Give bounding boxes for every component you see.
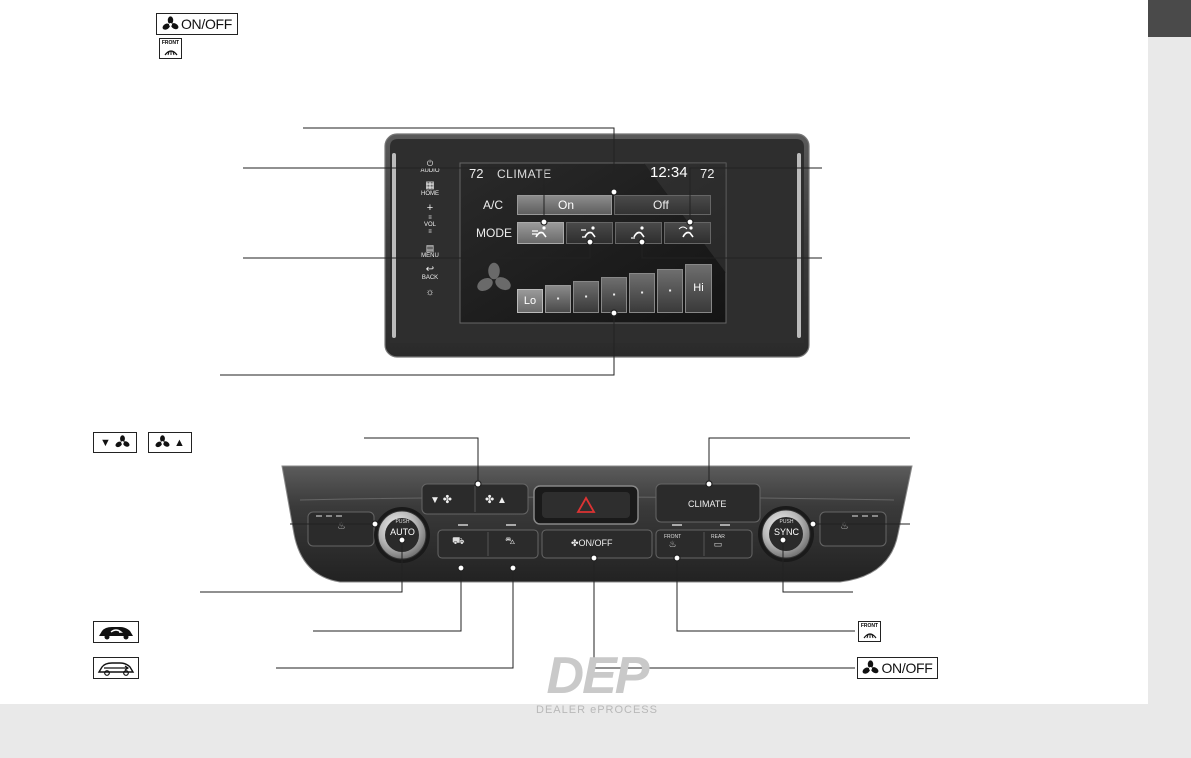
auto-knob[interactable]: AUTO <box>390 527 415 537</box>
fan-speed-icon <box>477 262 511 291</box>
legend-fan-down-key: ▼ <box>93 432 137 453</box>
mode-label: MODE <box>476 226 512 240</box>
mode-floor-defrost-icon <box>678 226 694 238</box>
legend-fan-onoff-label: ON/OFF <box>881 660 933 676</box>
watermark-logo: DEP <box>546 647 650 705</box>
panel-fan-down-fan-icon: ✤ <box>442 494 452 506</box>
mode-face-icon <box>532 226 547 238</box>
screen-title: CLIMATE <box>497 167 552 181</box>
fan-step-hi[interactable]: Hi <box>685 264 712 313</box>
legend-front-defrost-key: FRONT <box>858 621 881 642</box>
rear-defrost-button[interactable]: REAR ▭ <box>711 534 725 549</box>
panel-onoff-label: ON/OFF <box>578 538 613 548</box>
legend-fan-down-arrow: ▼ <box>100 436 111 449</box>
fresh-air-button[interactable]: ⛍ <box>505 536 515 549</box>
front-defrost-button-label: FRONT <box>664 534 682 540</box>
ac-label: A/C <box>483 198 504 212</box>
screen-temp-right: 72 <box>700 166 715 181</box>
fan-icon <box>162 15 179 30</box>
fan-step-6[interactable]: ▪ <box>657 269 683 313</box>
rear-defrost-button-label: REAR <box>711 534 725 540</box>
fan-step-lo[interactable]: Lo <box>517 289 543 313</box>
left-seat-heater-icon: ♨ <box>337 521 346 532</box>
fan-icon <box>115 435 130 448</box>
legend-fan-up-arrow: ▲ <box>174 436 185 449</box>
legend-recirculation-key <box>93 621 139 643</box>
recirculation-car-icon: ⛟ <box>452 536 465 547</box>
vol-bars-icon: ≡ <box>428 215 432 221</box>
rear-defrost-button-icon: ▭ <box>713 539 723 549</box>
menu-key[interactable]: MENU <box>421 253 439 259</box>
power-icon: ⏻ <box>426 159 434 168</box>
panel-climate-button[interactable]: CLIMATE <box>688 499 727 509</box>
side-strip <box>1148 0 1191 758</box>
mode-floor-button[interactable] <box>615 222 662 244</box>
screen-clock: 12:34 <box>650 164 688 181</box>
panel-onoff-fan-icon: ✤ <box>571 538 579 548</box>
watermark-tagline: DEALER ePROCESS <box>536 704 658 716</box>
fresh-air-car-icon: ⛍ <box>505 536 516 547</box>
screen-sidebar: ⏻ AUDIO ▦ HOME + ≡ VOL ≡ ▤ MENU ↩ BACK ☼ <box>412 160 448 330</box>
right-seat-heater-button[interactable]: ♨ <box>840 521 849 532</box>
fan-icon <box>863 659 879 674</box>
panel-fan-up-button[interactable]: ✤ ▲ <box>485 493 507 506</box>
legend-fan-onoff-key: ON/OFF <box>857 657 938 679</box>
left-seat-heater-button[interactable]: ♨ <box>337 521 346 532</box>
defrost-icon <box>164 50 177 56</box>
panel-fan-up-arrow: ▲ <box>497 495 507 506</box>
climate-control-panel <box>281 465 913 583</box>
fan-step-5[interactable]: ▪ <box>629 273 655 313</box>
home-grid-icon: ▦ <box>425 180 435 191</box>
recirculation-car-icon <box>99 627 133 640</box>
fresh-air-car-icon <box>97 662 135 676</box>
legend-fresh-air-key <box>93 657 139 679</box>
vol-bars-icon-lower: ≡ <box>428 229 432 235</box>
callout-lines <box>200 127 910 669</box>
fan-step-3[interactable]: ▪ <box>573 281 599 313</box>
mode-bilevel-icon <box>581 226 596 238</box>
home-key[interactable]: HOME <box>421 191 439 197</box>
audio-key[interactable]: AUDIO <box>420 168 440 174</box>
panel-fan-down-arrow: ▼ <box>430 495 440 506</box>
watermark: DEP DEALER ePROCESS <box>516 650 678 716</box>
panel-fan-down-button[interactable]: ▼ ✤ <box>430 493 452 506</box>
front-defrost-key-label: FRONT <box>161 40 180 46</box>
front-defrost-button-icon: ♨ <box>668 539 677 549</box>
fan-icon <box>155 435 170 448</box>
screen-temp-left: 72 <box>469 166 484 181</box>
ac-off-button[interactable]: Off <box>614 195 711 215</box>
sync-knob[interactable]: SYNC <box>773 527 799 537</box>
menu-icon: ▤ <box>425 243 435 253</box>
sync-knob-push-label: PUSH <box>779 519 794 525</box>
vol-key[interactable]: VOL <box>423 222 436 228</box>
defrost-icon <box>863 633 876 639</box>
chapter-tab[interactable] <box>1148 0 1191 37</box>
legend-fan-up-key: ▲ <box>148 432 192 453</box>
panel-fan-up-fan-icon: ✤ <box>485 494 495 506</box>
mode-floor-icon <box>631 226 645 239</box>
fan-onoff-key: ON/OFF <box>156 13 238 35</box>
vol-plus-icon: + <box>426 202 434 214</box>
front-defrost-key: FRONT <box>159 38 182 59</box>
legend-front-defrost-key-label: FRONT <box>860 623 879 629</box>
back-key[interactable]: BACK <box>421 275 439 281</box>
fan-step-2[interactable]: ▪ <box>545 285 571 313</box>
ac-on-button[interactable]: On <box>517 195 612 215</box>
brightness-icon[interactable]: ☼ <box>425 287 435 298</box>
back-arrow-icon: ↩ <box>425 264 435 275</box>
panel-onoff-button[interactable]: ✤ON/OFF <box>571 538 613 549</box>
fan-onoff-key-label: ON/OFF <box>180 16 233 32</box>
auto-knob-push-label: PUSH <box>395 519 410 525</box>
recirculation-button[interactable]: ⛟ <box>452 536 465 549</box>
right-seat-heater-icon: ♨ <box>840 521 849 532</box>
footer-band <box>0 704 1191 758</box>
front-defrost-button[interactable]: FRONT ♨ <box>664 534 681 549</box>
